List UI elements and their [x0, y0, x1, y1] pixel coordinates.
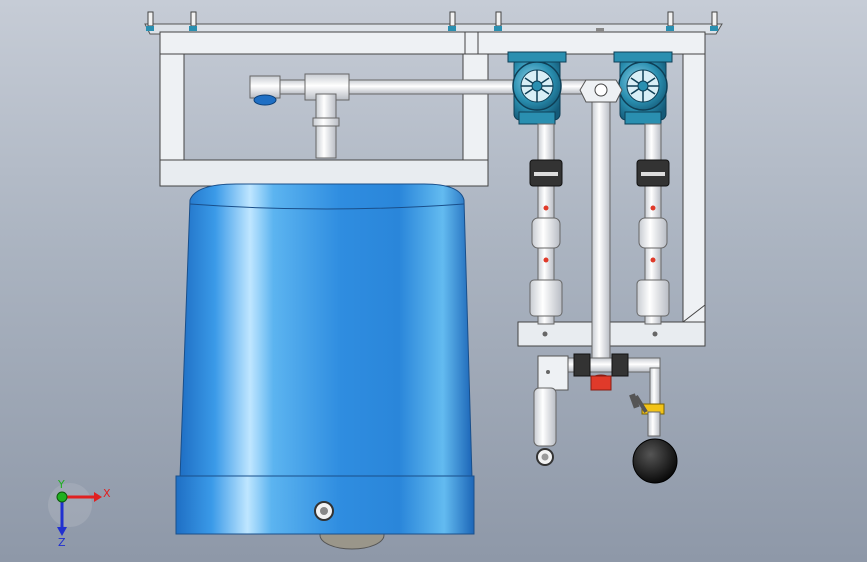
float-valve[interactable]: [629, 367, 678, 484]
axis-x-label: X: [103, 487, 111, 500]
bottom-manifold[interactable]: [533, 353, 661, 466]
discharge-pipe-left[interactable]: [529, 123, 563, 325]
discharge-pipe-right[interactable]: [636, 123, 670, 325]
pressure-tank[interactable]: [175, 183, 475, 550]
axis-y-label: Y: [57, 478, 65, 491]
support-frame[interactable]: [144, 11, 723, 347]
top-fittings: [507, 51, 673, 63]
axis-z-label: Z: [58, 536, 66, 549]
pump-right[interactable]: [618, 57, 668, 125]
pump-left[interactable]: [512, 57, 562, 125]
view-orientation-triad-icon[interactable]: X Y Z: [48, 478, 111, 549]
center-riser-pipe[interactable]: [579, 28, 623, 367]
